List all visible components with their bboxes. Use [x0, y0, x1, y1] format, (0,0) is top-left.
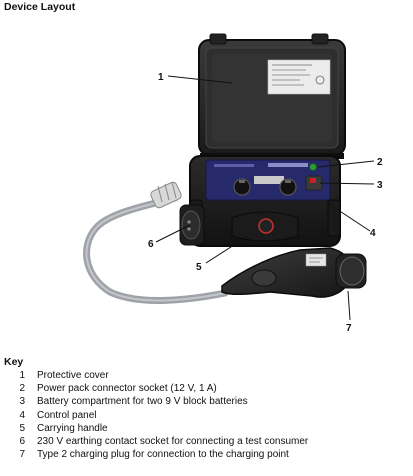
device-illustration: 1 2 3 4 5 6 7 [83, 33, 383, 334]
key-text: Type 2 charging plug for connection to t… [37, 449, 289, 461]
cable-strain-relief [150, 181, 182, 209]
key-text: Power pack connector socket (12 V, 1 A) [37, 383, 217, 395]
carrying-handle [231, 211, 299, 242]
key-item: 1 Protective cover [4, 369, 308, 382]
callout-3: 3 [377, 180, 383, 191]
earthing-contact-socket [179, 204, 205, 246]
type2-charging-plug [221, 247, 367, 298]
callout-1: 1 [158, 72, 164, 83]
key-item: 2 Power pack connector socket (12 V, 1 A… [4, 382, 308, 395]
control-panel [205, 159, 331, 201]
lid-label-sticker [267, 59, 331, 95]
callout-6: 6 [148, 239, 154, 250]
key-item: 4 Control panel [4, 409, 308, 422]
key-item: 3 Battery compartment for two 9 V block … [4, 395, 308, 408]
callout-2: 2 [377, 157, 383, 168]
power-pack-socket [309, 163, 317, 171]
right-knob [279, 178, 297, 196]
plug-label [305, 253, 327, 267]
callout-4: 4 [370, 228, 376, 239]
key-text: Protective cover [37, 370, 109, 381]
key-text: Control panel [37, 409, 97, 421]
key-number: 6 [19, 435, 25, 447]
protective-cover [198, 33, 346, 156]
callout-7: 7 [346, 323, 352, 334]
key-item: 6 230 V earthing contact socket for conn… [4, 435, 308, 448]
key-text: Battery compartment for two 9 V block ba… [37, 396, 248, 408]
key-number: 5 [19, 422, 25, 434]
key-number: 4 [19, 409, 25, 421]
key-heading: Key [4, 356, 24, 368]
page-title: Device Layout [4, 1, 76, 13]
key-text: Carrying handle [37, 422, 108, 434]
key-item: 7 Type 2 charging plug for connection to… [4, 448, 308, 461]
key-number: 1 [19, 370, 25, 381]
callout-5: 5 [196, 262, 202, 273]
key-item: 5 Carrying handle [4, 422, 308, 435]
key-number: 7 [19, 449, 25, 461]
key-text: 230 V earthing contact socket for connec… [37, 435, 309, 447]
key-number: 3 [19, 396, 25, 408]
key-list: 1 Protective cover 2 Power pack connecto… [4, 369, 308, 461]
left-knob [233, 178, 251, 196]
key-number: 2 [19, 383, 25, 395]
